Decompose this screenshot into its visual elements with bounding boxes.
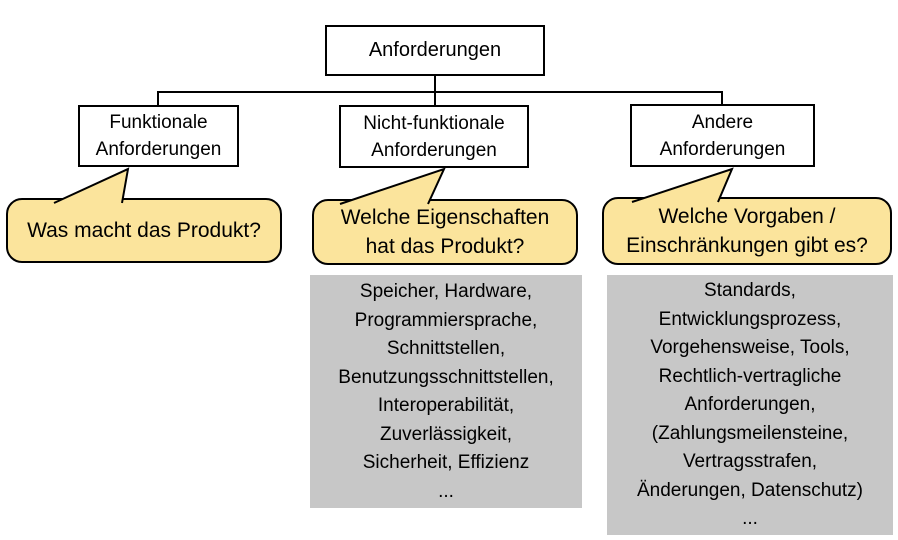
examples-nicht-funktionale: Speicher, Hardware, Programmiersprache, … [310,275,582,508]
node-andere-anforderungen: Andere Anforderungen [630,104,815,167]
callout-nicht-funktionale-question-text: Welche Eigenschaften hat das Produkt? [340,206,550,258]
node-nicht-funktionale-anforderungen: Nicht-funktionale Anforderungen [339,105,529,168]
node-funktionale-anforderungen: Funktionale Anforderungen [78,105,239,167]
node-anforderungen-label: Anforderungen [368,39,502,61]
node-nicht-funktionale-label: Nicht-funktionale Anforderungen [363,112,505,161]
callout-nicht-funktionale-question: Welche Eigenschaften hat das Produkt? [312,199,578,265]
callout-funktionale-question-text: Was macht das Produkt? [27,219,261,242]
callout-andere-question-text: Welche Vorgaben / Einschränkungen gibt e… [626,205,868,257]
node-anforderungen: Anforderungen [325,25,545,76]
node-andere-label: Andere Anforderungen [659,111,786,160]
callout-andere-question: Welche Vorgaben / Einschränkungen gibt e… [602,197,892,265]
node-funktionale-label: Funktionale Anforderungen [95,112,222,160]
examples-andere: Standards, Entwicklungsprozess, Vorgehen… [607,275,893,535]
callout-funktionale-question: Was macht das Produkt? [6,198,282,263]
